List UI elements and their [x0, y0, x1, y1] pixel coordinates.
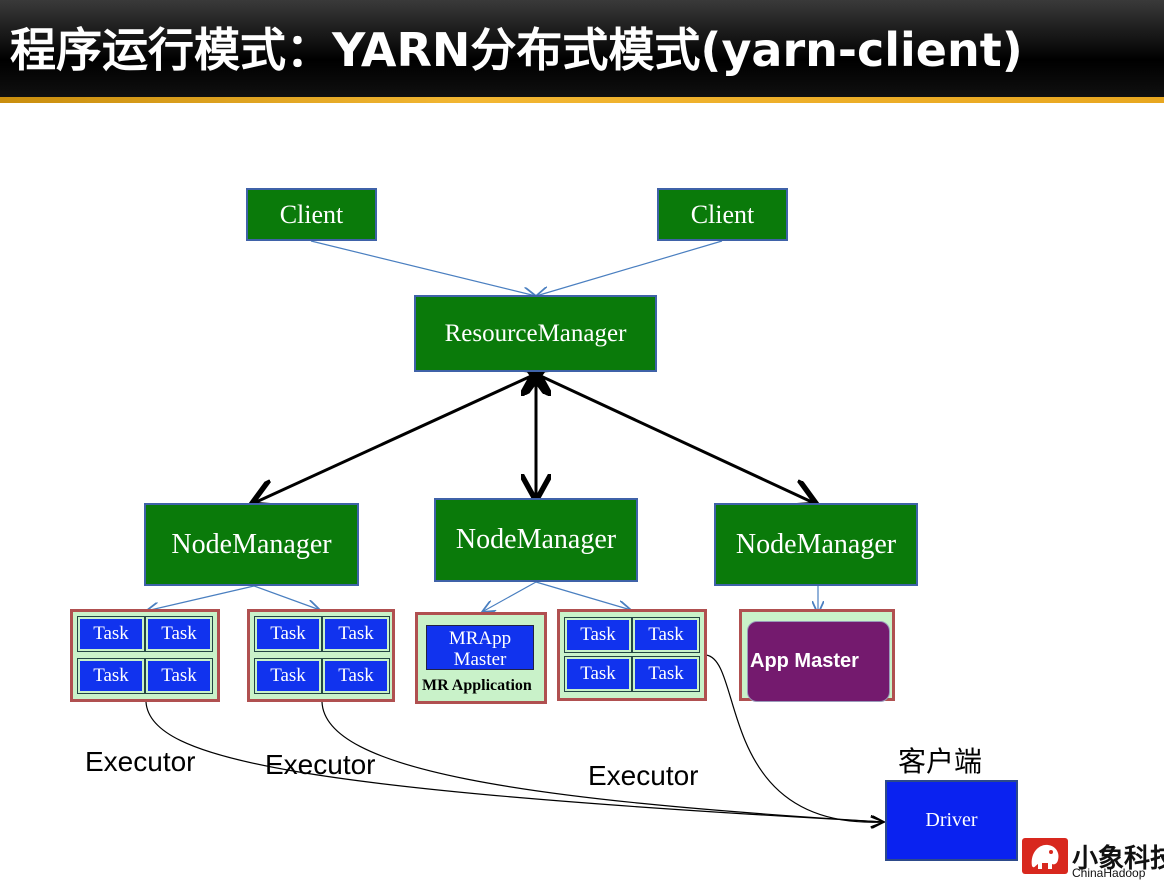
executor-to-driver-curve [705, 654, 884, 822]
driver-box: Driver [885, 780, 1018, 861]
resource-manager-box: ResourceManager [414, 295, 657, 372]
node-manager-box: NodeManager [434, 498, 638, 582]
task-box: Task [322, 616, 390, 652]
executor-task-group: Task Task Task Task [70, 609, 220, 702]
executor-label: Executor [85, 746, 196, 777]
executor-task-group: Task Task Task Task [247, 609, 395, 702]
task-box: Task [564, 656, 632, 692]
nm-group-link [146, 585, 255, 611]
nm-group-link [535, 581, 631, 610]
slide-title: 程序运行模式：YARN分布式模式(yarn-client) [10, 23, 1023, 77]
client-side-label: 客户端 [898, 745, 983, 778]
task-box: Task [632, 656, 700, 692]
header-accent-bar [0, 97, 1164, 103]
executor-label: Executor [588, 760, 699, 791]
task-box: Task [254, 616, 322, 652]
executor-to-driver-curve [145, 701, 884, 822]
node-manager-box: NodeManager [714, 503, 918, 586]
nm-group-link [482, 581, 537, 612]
task-box: Task [254, 658, 322, 694]
task-box: Task [322, 658, 390, 694]
elephant-logo-icon [1022, 838, 1068, 874]
app-master-group: App Master [739, 609, 895, 702]
logo-text: 小象科技 [1072, 844, 1164, 874]
node-manager-box: NodeManager [144, 503, 359, 586]
mr-app-master-box: MRApp Master [426, 625, 534, 670]
client-to-rm-link [536, 240, 723, 296]
company-logo: 小象科技 ChinaHadoop [1022, 836, 1164, 880]
executor-task-group: Task Task Task Task [557, 609, 707, 701]
app-master-box: App Master [747, 621, 890, 702]
task-box: Task [632, 617, 700, 653]
client-box: Client [246, 188, 377, 241]
task-box: Task [77, 658, 145, 694]
slide-header: 程序运行模式：YARN分布式模式(yarn-client) [0, 0, 1164, 100]
task-box: Task [564, 617, 632, 653]
rm-nm-link [254, 372, 540, 503]
client-to-rm-link [310, 240, 536, 296]
executor-label: Executor [265, 749, 376, 780]
rm-nm-link [532, 372, 814, 503]
logo-subtext: ChinaHadoop [1072, 866, 1146, 880]
task-box: Task [145, 658, 213, 694]
task-box: Task [77, 616, 145, 652]
client-box: Client [657, 188, 788, 241]
mr-application-group: MRApp Master MR Application [415, 612, 547, 704]
task-box: Task [145, 616, 213, 652]
mr-application-label: MR Application [422, 677, 532, 694]
executor-to-driver-curve [321, 701, 884, 822]
nm-group-link [253, 585, 320, 610]
